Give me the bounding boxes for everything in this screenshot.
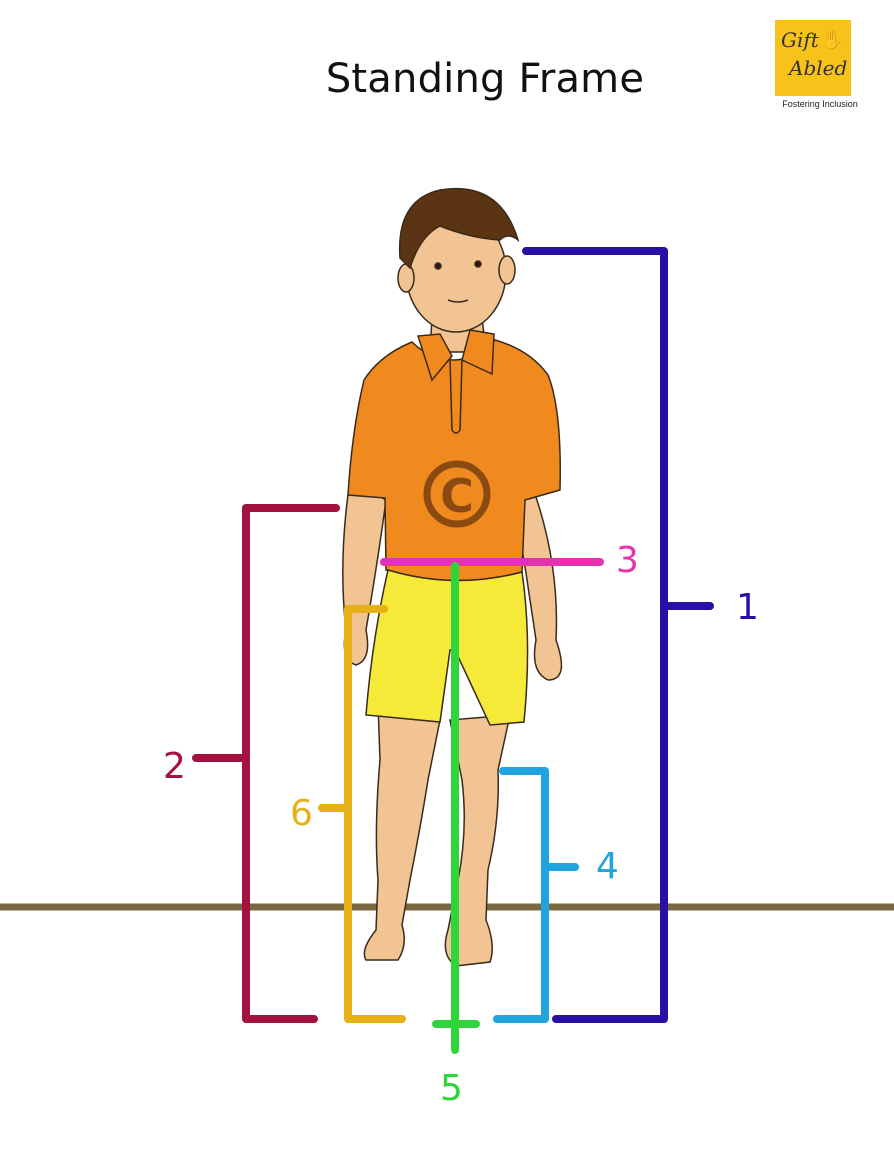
shorts bbox=[365, 569, 529, 726]
measurement-2-label: 2 bbox=[163, 746, 186, 787]
giftabled-logo: Gift Abled ✋ bbox=[775, 20, 851, 96]
hands-icon: ✋ bbox=[821, 30, 844, 51]
logo-word-gift: Gift bbox=[781, 28, 819, 52]
logo-tagline: Fostering Inclusion bbox=[782, 99, 858, 109]
measurement-1-label: 1 bbox=[736, 587, 759, 628]
logo-word-abled: Abled bbox=[789, 56, 848, 80]
right-eye bbox=[474, 260, 482, 268]
measurement-2-bracket bbox=[192, 504, 340, 1023]
hair bbox=[398, 187, 520, 270]
child-figure bbox=[342, 187, 563, 967]
left-arm bbox=[342, 478, 387, 666]
measurement-1-bracket bbox=[522, 247, 714, 1023]
left-eye bbox=[434, 262, 442, 270]
measurement-4-label: 4 bbox=[596, 846, 619, 887]
measurement-6-bracket bbox=[318, 605, 406, 1023]
right-arm bbox=[513, 478, 563, 681]
collar-left bbox=[417, 333, 453, 382]
right-ear bbox=[498, 255, 516, 285]
measurement-4-bracket bbox=[493, 767, 579, 1023]
measurement-5-line bbox=[432, 562, 480, 1054]
measurement-6-label: 6 bbox=[290, 793, 313, 834]
placket bbox=[449, 359, 463, 434]
measurement-5-label: 5 bbox=[440, 1068, 463, 1109]
measurement-3-label: 3 bbox=[616, 540, 639, 581]
copyright-watermark: C bbox=[423, 460, 491, 528]
right-leg bbox=[444, 714, 511, 967]
copyright-symbol-text: C bbox=[440, 469, 474, 523]
left-leg bbox=[363, 704, 441, 961]
mouth bbox=[447, 299, 469, 303]
left-ear bbox=[397, 263, 415, 293]
page-title: Standing Frame bbox=[325, 56, 645, 102]
